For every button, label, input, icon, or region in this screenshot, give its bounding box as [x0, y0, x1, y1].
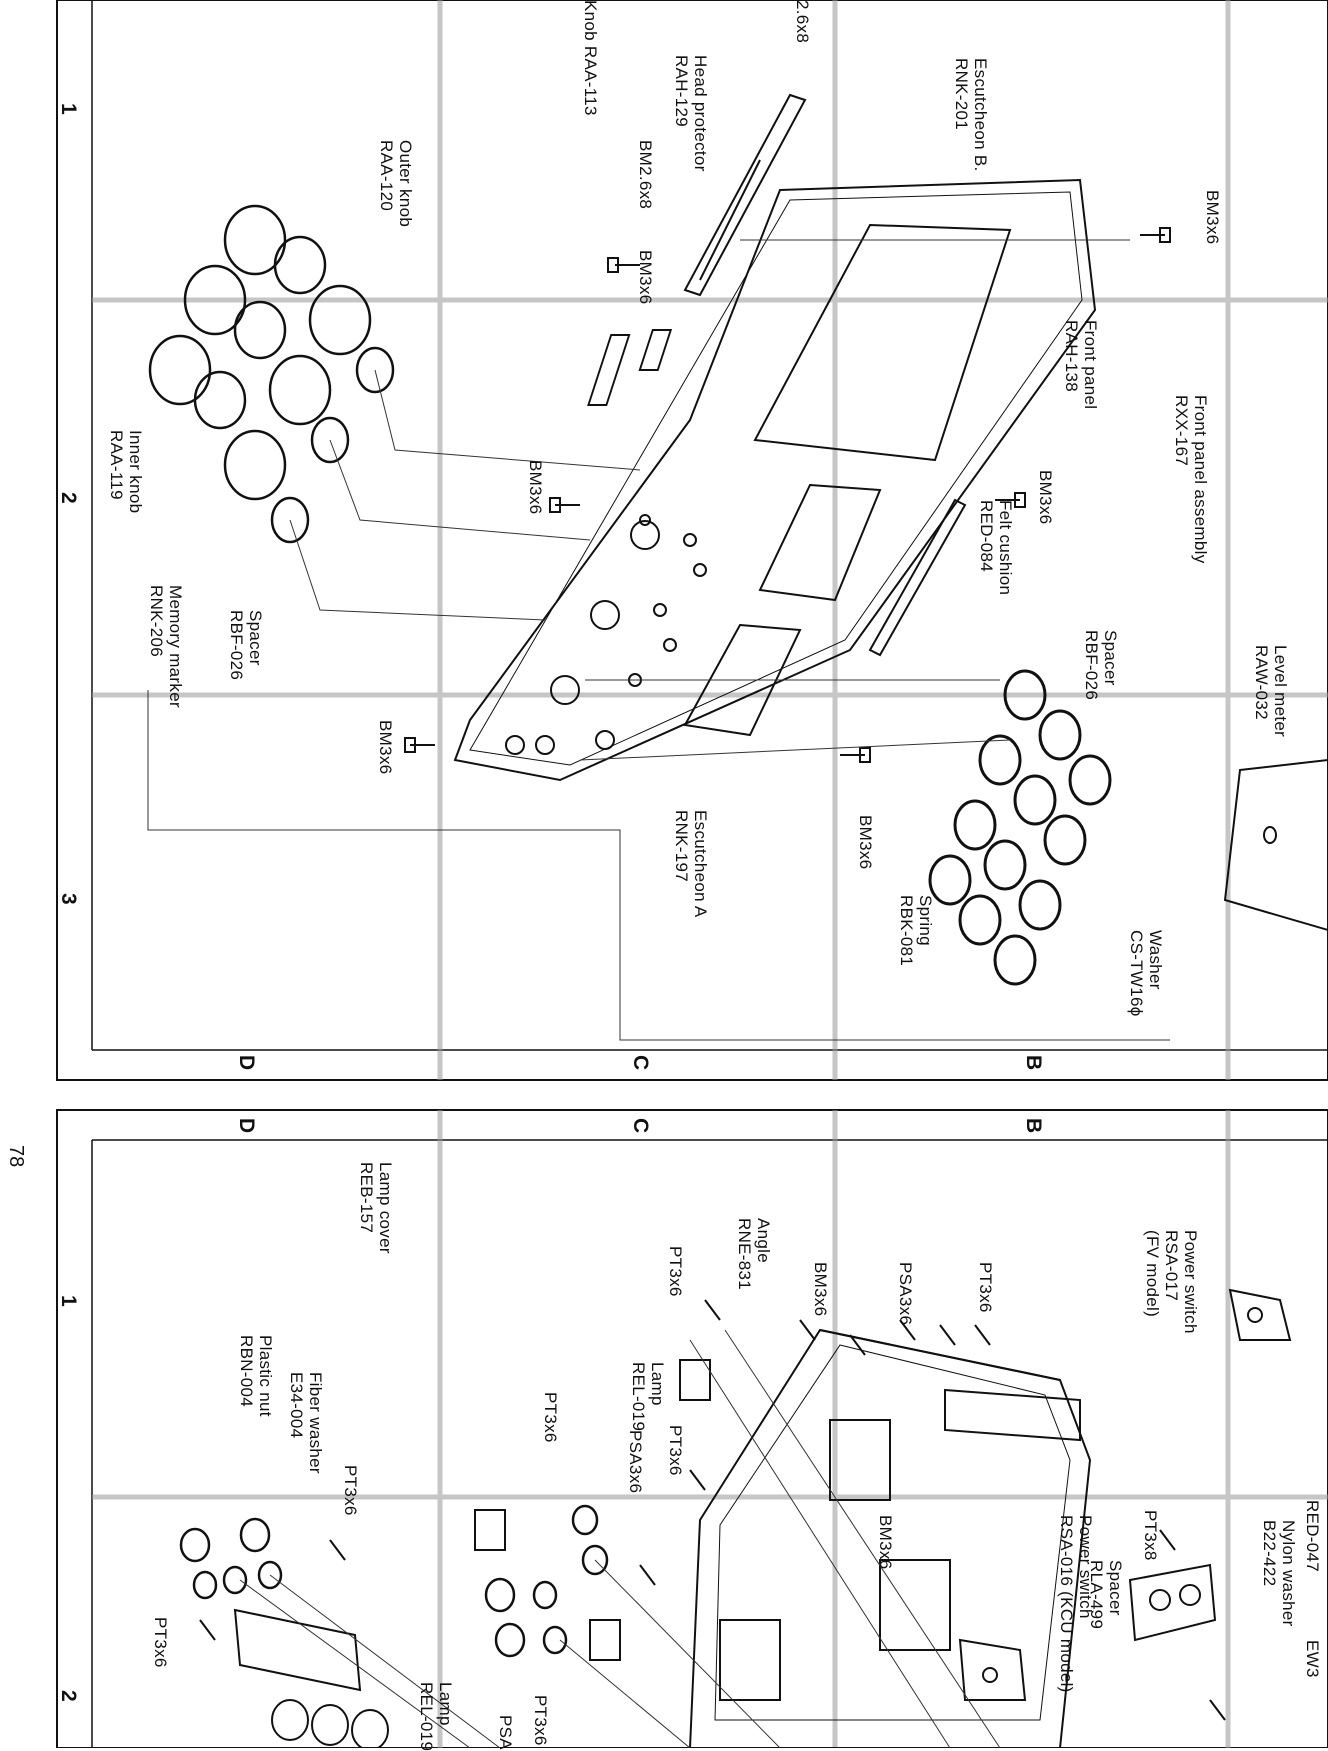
label-memory-marker: Memory marker RNK-206 [147, 585, 185, 708]
label-front-panel: Front panel RAH-138 [1062, 320, 1100, 410]
label-pt3x6-a: PT3x6 [976, 1262, 995, 1313]
label-bm3x6-a: BM3x6 [636, 250, 655, 305]
front-panel-plate [453, 178, 1097, 782]
label-bm3x6-e: BM3x6 [856, 815, 875, 870]
leader-lines-top [147, 239, 1170, 1041]
label-bm2-6x8: BM2.6x8 [636, 140, 655, 210]
label-ew3: EW3 [1303, 1640, 1322, 1678]
label-spacer-right: Spacer RBF-026 [1082, 630, 1120, 701]
lamp-sockets [474, 1359, 711, 1661]
label-front-panel-assembly: Front panel assembly RXX-167 [1172, 395, 1210, 564]
label-spacer-rla-499: Spacer RLA-499 [1087, 1560, 1125, 1630]
label-plastic-nut: Plastic nut RBN-004 [237, 1335, 275, 1417]
label-pt3x6-d: PT3x6 [541, 1392, 560, 1443]
grid-col-b-bottom: B [1022, 1118, 1045, 1134]
felt-cushion-strip [868, 498, 967, 657]
grid-col-b-top: B [1022, 1055, 1045, 1071]
label-screw-2-6x8: 2.6x8 [793, 0, 812, 44]
escutcheon-b-strip [683, 93, 807, 297]
grid-col-d-bottom: D [235, 1118, 258, 1134]
label-escutcheon-b: Escutcheon B. RNK-201 [952, 58, 990, 172]
grid-col-d-top: D [235, 1055, 258, 1071]
label-angle: Angle RNE-831 [735, 1218, 773, 1291]
label-felt-cushion: Felt cushion RED-084 [977, 500, 1015, 596]
label-nylon-washer: Nylon washer B22-422 [1260, 1520, 1298, 1627]
label-lamp-b: Lamp REL-019 [417, 1682, 455, 1751]
label-pt3x8: PT3x8 [1141, 1510, 1160, 1561]
spacer-rings-right [928, 669, 1112, 986]
label-lamp-cover: Lamp cover REB-157 [357, 1162, 395, 1254]
label-power-switch-fv: Power switch RSA-017 (FV model) [1143, 1230, 1200, 1334]
label-psa3x6-a: PSA3x6 [896, 1262, 915, 1326]
chassis-frame [688, 1328, 1092, 1748]
label-pt3x6-f: PT3x6 [151, 1617, 170, 1668]
label-pt3x6-g: PT3x6 [531, 1695, 550, 1746]
label-pt3x6-b: PT3x6 [666, 1246, 685, 1297]
screws-top [404, 227, 1171, 763]
screws-bottom [199, 1299, 1226, 1721]
label-level-meter: Level meter RAW-032 [1252, 645, 1290, 738]
label-red-047: RED-047 [1303, 1500, 1322, 1573]
label-bm3x6-d: BM3x6 [376, 720, 395, 775]
label-psa-cut: PSA [496, 1715, 515, 1750]
label-inner-knob: Inner knob RAA-119 [107, 430, 145, 514]
label-head-protector: Head protector RAH-129 [672, 55, 710, 172]
label-spring: Spring RBK-081 [897, 895, 935, 967]
leader-lines-bottom [239, 1329, 1001, 1748]
nuts-washers [179, 1504, 609, 1658]
label-pt3x6-c: PT3x6 [666, 1425, 685, 1476]
grid-row-2-top: 2 [57, 492, 80, 504]
grid-row-3-top: 3 [57, 893, 80, 905]
label-outer-knob: Outer knob RAA-120 [377, 140, 415, 228]
label-washer: Washer CS-TW16ϕ [1127, 930, 1165, 1017]
grid-dividers [92, 0, 1328, 1748]
label-lamp-a: Lamp REL-019 [629, 1362, 667, 1432]
grid-col-c-top: C [629, 1055, 652, 1071]
spacer-plate-right [1128, 1563, 1217, 1642]
label-bm3x6-g: BM3x6 [876, 1515, 895, 1570]
label-bm3x6-f: BM3x6 [811, 1262, 830, 1317]
page-number: 78 [5, 1145, 27, 1168]
power-switch-kcu-part [958, 1638, 1027, 1701]
power-switch-fv-part [1228, 1288, 1292, 1341]
lamp-bracket [233, 1608, 389, 1748]
label-pt3x6-e: PT3x6 [341, 1465, 360, 1516]
label-psa3x6-b: PSA3x6 [626, 1430, 645, 1494]
label-bm3x6-b: BM3x6 [526, 460, 545, 515]
grid-col-c-bottom: C [629, 1118, 652, 1134]
label-fiber-washer: Fiber washer E34-004 [287, 1372, 325, 1474]
label-spacer-left: Spacer RBF-026 [227, 610, 265, 681]
grid-row-1-top: 1 [57, 103, 80, 115]
grid-row-1-bottom: 1 [57, 1295, 80, 1307]
label-bm3x6-top-right: BM3x6 [1203, 190, 1222, 245]
frame-lines [56, 0, 1328, 1748]
label-knob-raa-113: Knob RAA-113 [581, 0, 600, 116]
outer-knobs [148, 204, 395, 544]
label-bm3x6-c: BM3x6 [1036, 470, 1055, 525]
level-meter-block [1223, 758, 1328, 932]
grid-row-2-bottom: 2 [57, 1690, 80, 1702]
label-escutcheon-a: Escutcheon A RNK-197 [672, 810, 710, 918]
